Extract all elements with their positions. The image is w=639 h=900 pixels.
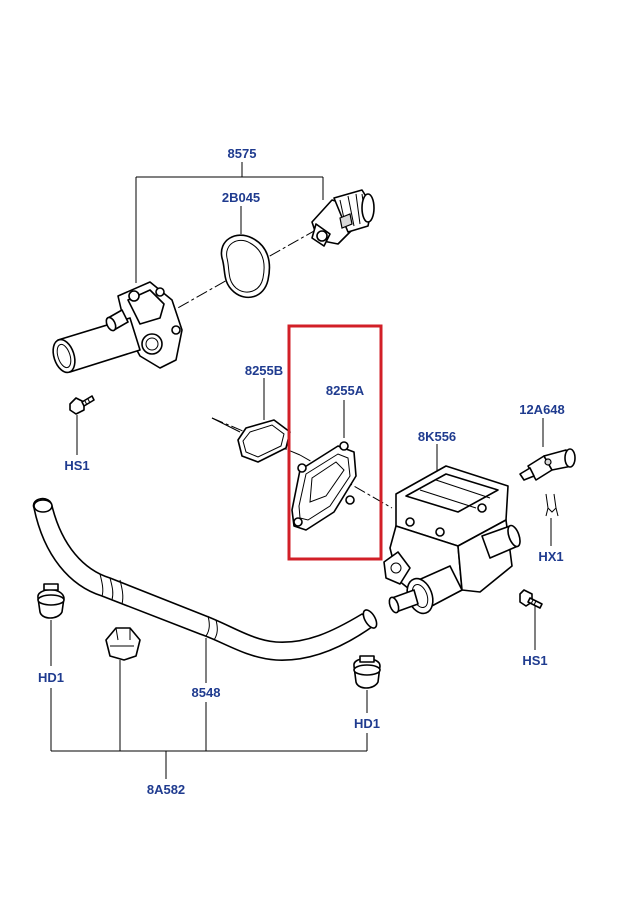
outlet-housing-8k556-part [383,465,521,615]
label-12a648: 12A648 [519,402,565,417]
hose-8548-part [32,497,378,661]
label-8k556: 8K556 [418,429,456,444]
gasket-2b045-part [220,234,271,299]
gasket-8255a-part [291,441,357,531]
highlight-box [287,324,383,561]
thermostat-housing-part [52,281,183,374]
label-8255a: 8255A [326,383,365,398]
bolt-hs1-part [519,589,543,609]
gasket-8255b-part [211,417,291,463]
hose-clamp-hd1-part [37,583,65,619]
label-8a582: 8A582 [147,782,185,797]
label-hx1: HX1 [538,549,563,564]
label-8575: 8575 [228,146,257,161]
label-2b045: 2B045 [222,190,260,205]
label-hd1-left: HD1 [38,670,64,685]
bolt-hs1-part [69,395,95,415]
label-hd1-right: HD1 [354,716,380,731]
thermostat-part [311,189,375,247]
label-hs1-right: HS1 [522,653,547,668]
hose-clamp-hd1-part [105,627,141,661]
part-labels: 8575 2B045 8255B 8255A 8K556 12A648 HS1 … [38,146,565,797]
temperature-sensor-12a648-part [519,448,576,481]
hose-clamp-hd1-part [353,655,381,689]
leader-lines [50,162,552,779]
label-8548: 8548 [192,685,221,700]
label-hs1-left: HS1 [64,458,89,473]
label-8255b: 8255B [245,363,283,378]
retaining-clip-hx1-part [545,493,559,517]
